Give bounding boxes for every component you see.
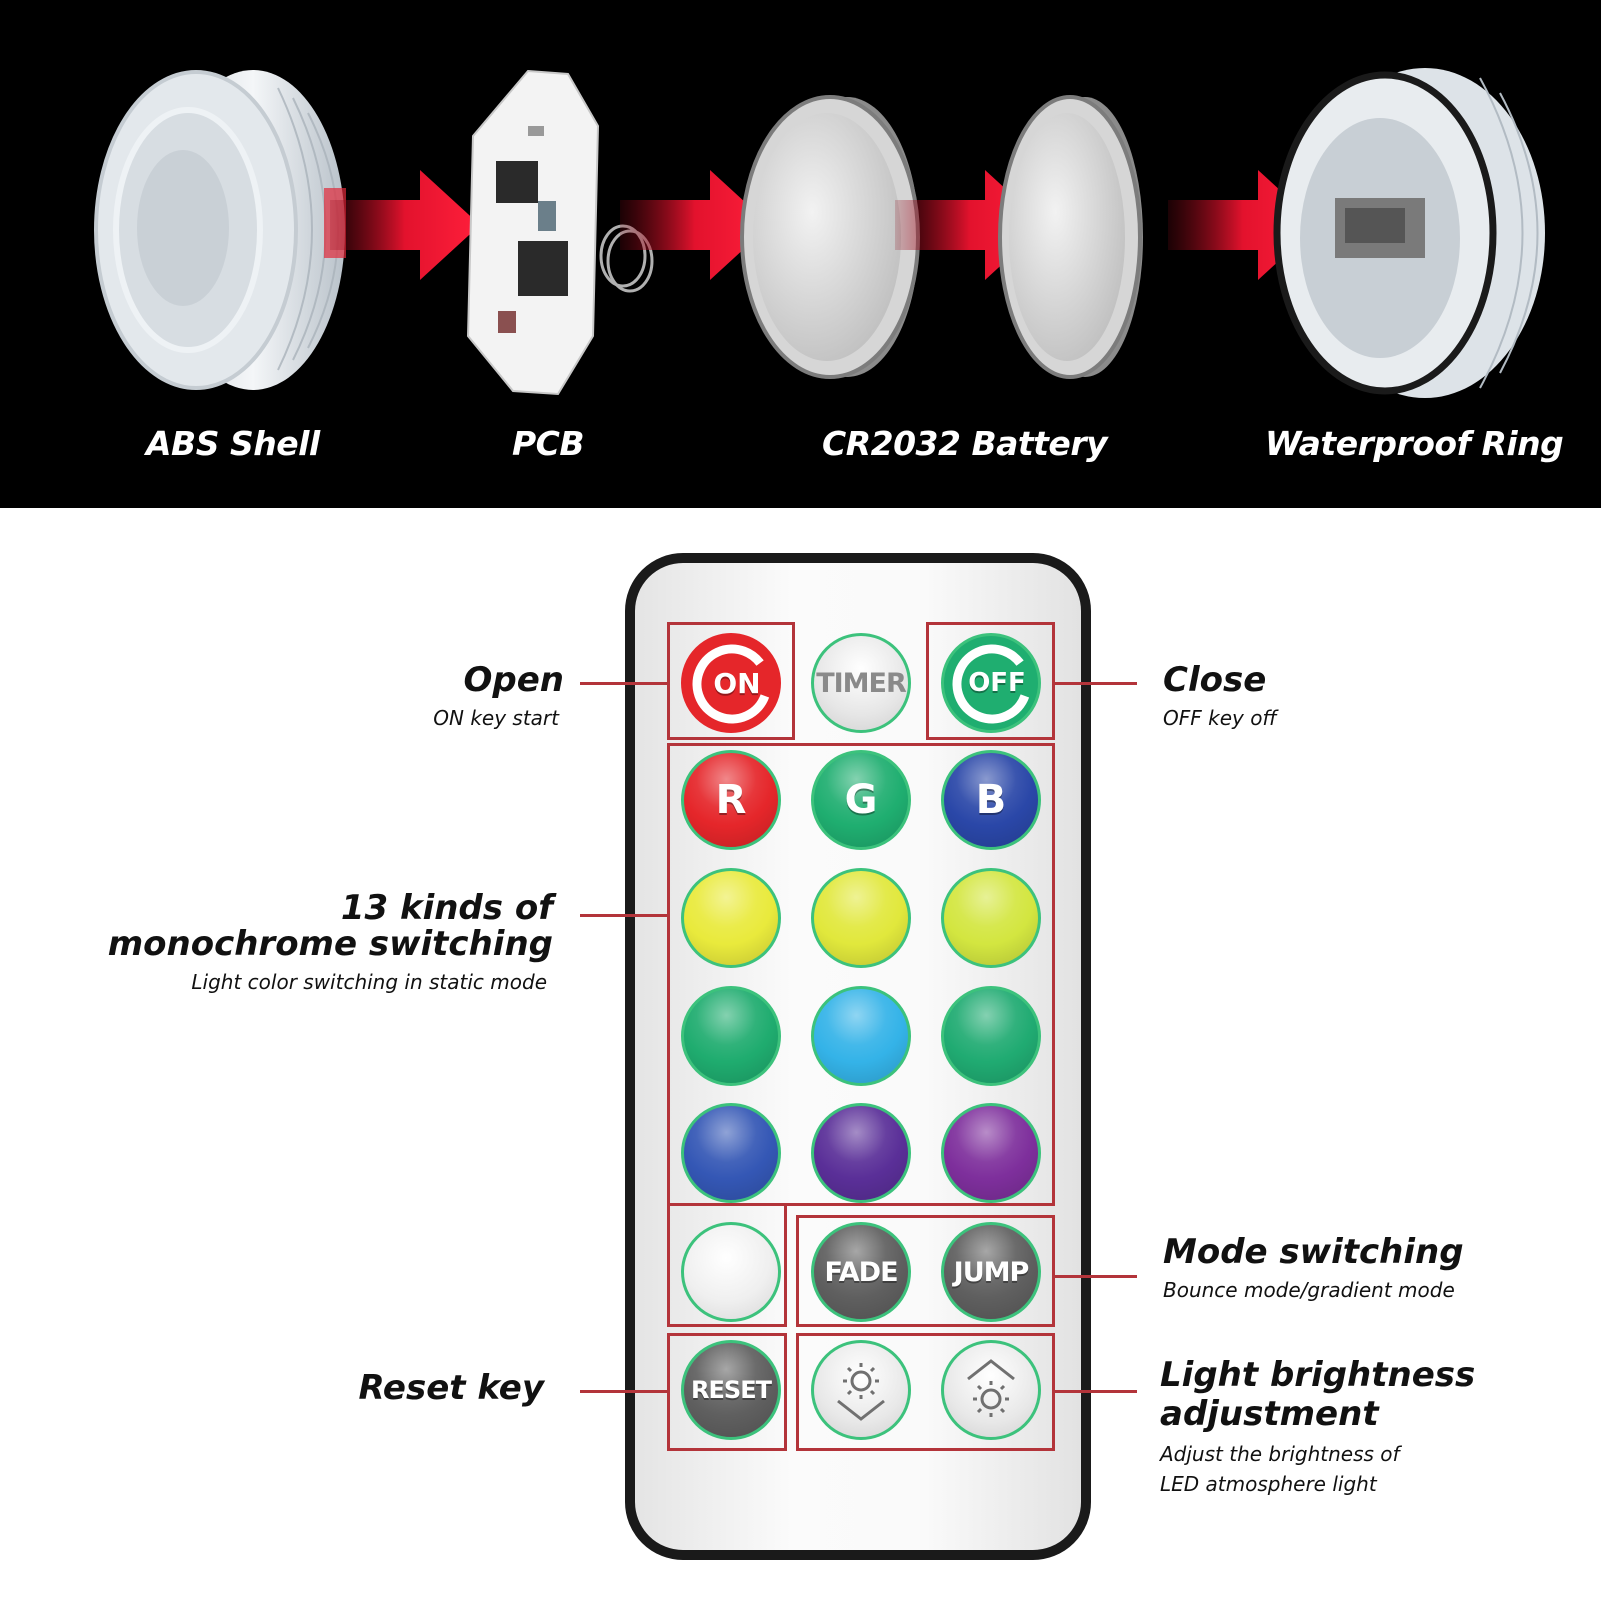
off-button-label: OFF [968,668,1026,698]
color-button-violet[interactable] [941,1103,1041,1203]
mono-leader-line [580,914,667,917]
close-leader-line [1055,682,1137,685]
on-button[interactable]: ON [681,633,781,733]
open-title: Open [463,660,564,700]
color-button-purple[interactable] [811,1103,911,1203]
open-highlight-box [667,622,795,740]
mono-title-line2: monochrome switching [107,924,553,964]
blue-button[interactable]: B [941,750,1041,850]
mode-title: Mode switching [1163,1232,1464,1272]
close-subtitle: OFF key off [1163,706,1277,730]
mode-leader-line [1055,1275,1137,1278]
green-button-label: G [844,777,878,823]
color-keys-highlight-box [667,743,1055,1206]
off-button[interactable]: OFF [941,633,1041,733]
waterproof-ring-image [1273,68,1545,398]
exploded-view-band: ABS Shell PCB CR2032 Battery Waterproof … [0,0,1601,508]
open-leader-line [580,682,667,685]
battery-label: CR2032 Battery [822,424,1108,463]
power-off-icon [952,644,1032,724]
abs-shell-image [94,70,346,390]
color-button-yellow[interactable] [681,868,781,968]
color-keys-highlight-box-lower [667,1203,787,1327]
reset-highlight-box [667,1333,787,1451]
mono-title-line1: 13 kinds of [340,888,553,928]
open-subtitle: ON key start [433,706,559,730]
battery-image [740,95,920,379]
timer-button-label: TIMER [816,667,907,699]
reset-leader-line [580,1390,667,1393]
jump-button[interactable]: JUMP [941,1222,1041,1322]
blue-button-label: B [975,777,1007,823]
fade-button[interactable]: FADE [811,1222,911,1322]
arrow-right-icon [620,170,770,280]
brightness-title-line1: Light brightness [1160,1355,1476,1395]
timer-button[interactable]: TIMER [811,633,911,733]
brightness-leader-line [1055,1390,1137,1393]
on-button-label: ON [713,666,761,700]
battery-image [998,95,1143,379]
brightness-highlight-box [796,1333,1055,1451]
pcb-image [466,69,654,396]
reset-button-label: RESET [691,1376,772,1404]
mono-subtitle: Light color switching in static mode [191,970,547,994]
brightness-up-button[interactable] [941,1340,1041,1440]
pcb-label: PCB [512,424,585,463]
jump-button-label: JUMP [953,1256,1030,1288]
brightness-title-line2: adjustment [1160,1394,1379,1434]
color-button-teal[interactable] [941,986,1041,1086]
color-button-white[interactable] [681,1222,781,1322]
abs-shell-label: ABS Shell [146,424,320,463]
brightness-up-icon [967,1359,1015,1417]
reset-title: Reset key [358,1368,544,1408]
close-title: Close [1163,660,1267,700]
reset-button[interactable]: RESET [681,1340,781,1440]
color-button-lime[interactable] [941,868,1041,968]
red-button-label: R [715,777,747,823]
brightness-subtitle-line1: Adjust the brightness of [1160,1442,1400,1466]
fade-button-label: FADE [824,1256,898,1288]
brightness-down-icon [837,1363,885,1421]
red-button[interactable]: R [681,750,781,850]
color-button-green[interactable] [681,986,781,1086]
brightness-down-button[interactable] [811,1340,911,1440]
arrow-right-icon [330,170,480,280]
color-button-blue[interactable] [681,1103,781,1203]
close-highlight-box [926,622,1055,740]
waterproof-ring-label: Waterproof Ring [1265,424,1564,463]
mode-subtitle: Bounce mode/gradient mode [1163,1278,1455,1302]
color-button-cyan[interactable] [811,986,911,1086]
brightness-subtitle-line2: LED atmosphere light [1160,1472,1377,1496]
power-on-icon [692,644,772,724]
green-button[interactable]: G [811,750,911,850]
color-button-yellow-2[interactable] [811,868,911,968]
mode-highlight-box [796,1215,1055,1327]
